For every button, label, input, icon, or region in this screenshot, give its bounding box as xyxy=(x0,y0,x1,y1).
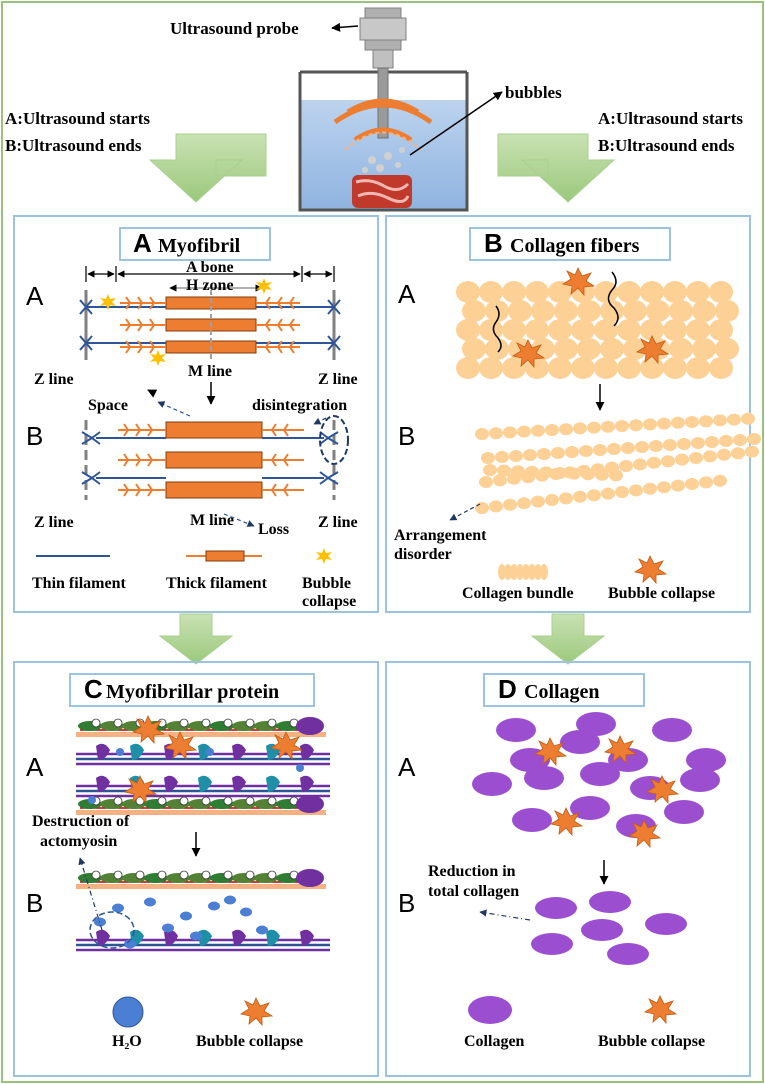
state-b-label-d: B xyxy=(398,888,415,918)
left-note-a: A:Ultrasound starts xyxy=(5,109,150,128)
collagen-molecules-a xyxy=(472,712,726,848)
panel-c-letter: C xyxy=(84,674,103,704)
m-line-b: M line xyxy=(190,512,234,529)
state-a-label-d: A xyxy=(398,752,416,782)
flow-arrow-down-right xyxy=(530,613,606,665)
h2o-label: H₂O xyxy=(112,1033,142,1050)
probe-label: Ultrasound probe xyxy=(170,19,299,38)
collapse-label-a: collapse xyxy=(302,593,356,610)
collagen-legend-label: Collagen xyxy=(464,1033,525,1050)
h2o-swatch xyxy=(112,996,144,1028)
right-note-b: B:Ultrasound ends xyxy=(598,136,735,155)
collagen-fiber-bundle-b xyxy=(475,412,761,514)
z-line-a-right: Z line xyxy=(318,371,358,388)
state-b-label-b: B xyxy=(398,421,415,451)
state-a-label-b: A xyxy=(398,279,416,309)
panel-a-letter: A xyxy=(133,228,152,258)
thin-filament-label: Thin filament xyxy=(32,575,126,592)
panel-collagen xyxy=(385,661,751,1077)
panel-c-title: Myofibrillar protein xyxy=(106,681,279,703)
bubble-collapse-label-c: Bubble collapse xyxy=(196,1033,303,1050)
a-bone-label: A bone xyxy=(186,259,234,276)
z-line-b-left: Z line xyxy=(34,514,74,531)
bubble-collapse-swatch-d xyxy=(644,995,677,1024)
z-line-b-right: Z line xyxy=(318,514,358,531)
actomyosin-b xyxy=(76,869,330,952)
panel-b-title: Collagen fibers xyxy=(510,235,640,257)
disorder-label: disorder xyxy=(394,546,452,563)
destruction-label: Destruction of xyxy=(32,813,130,830)
total-collagen-label: total collagen xyxy=(428,883,519,900)
m-line-a: M line xyxy=(188,363,232,380)
state-b-label-c: B xyxy=(26,888,43,918)
disintegration-label: disintegration xyxy=(252,397,347,414)
state-a-label: A xyxy=(26,281,44,311)
right-note-a: A:Ultrasound starts xyxy=(598,109,743,128)
bubble-collapse-swatch-c xyxy=(240,997,273,1026)
collagen-molecules-b xyxy=(531,891,687,965)
collagen-bundle-swatch xyxy=(498,564,548,580)
state-b-label: B xyxy=(26,421,43,451)
loss-label: Loss xyxy=(258,521,289,538)
bubble-label-a: Bubble xyxy=(302,575,351,592)
space-label: Space xyxy=(88,397,128,414)
sarcomere-b xyxy=(81,415,349,500)
actomyosin-label: actomyosin xyxy=(40,833,117,850)
panel-d-letter: D xyxy=(498,674,517,704)
bubbles-label: bubbles xyxy=(505,83,562,102)
h-zone-label: H zone xyxy=(186,277,234,294)
flow-arrow-right xyxy=(497,133,616,203)
panel-b-letter: B xyxy=(484,228,503,258)
panel-myofibrillar-protein xyxy=(13,661,379,1077)
bubble-star-swatch xyxy=(316,548,332,564)
bubble-collapse-swatch-b xyxy=(634,555,667,584)
left-note-b: B:Ultrasound ends xyxy=(5,136,142,155)
panel-a-title: Myofibril xyxy=(158,235,241,257)
thick-filament-label: Thick filament xyxy=(166,575,268,592)
state-a-label-c: A xyxy=(26,752,44,782)
z-line-a-left: Z line xyxy=(34,371,74,388)
flow-arrow-down-left xyxy=(158,613,234,665)
bubble-collapse-label-d: Bubble collapse xyxy=(598,1033,705,1050)
actomyosin-a xyxy=(76,715,330,815)
thick-filament-swatch xyxy=(186,550,262,562)
ultrasound-apparatus xyxy=(298,7,469,212)
bubble-collapse-label-b: Bubble collapse xyxy=(608,585,715,602)
sarcomere-a xyxy=(79,278,341,366)
flow-arrow-left xyxy=(148,133,267,203)
reduction-label: Reduction in xyxy=(428,863,516,880)
collagen-bundle-label: Collagen bundle xyxy=(462,585,574,602)
collagen-swatch xyxy=(468,996,512,1024)
collagen-fiber-bundle-a xyxy=(456,267,739,379)
panel-myofibril xyxy=(13,215,379,613)
arrangement-label: Arrangement xyxy=(394,527,487,544)
panel-d-title: Collagen xyxy=(524,681,600,703)
